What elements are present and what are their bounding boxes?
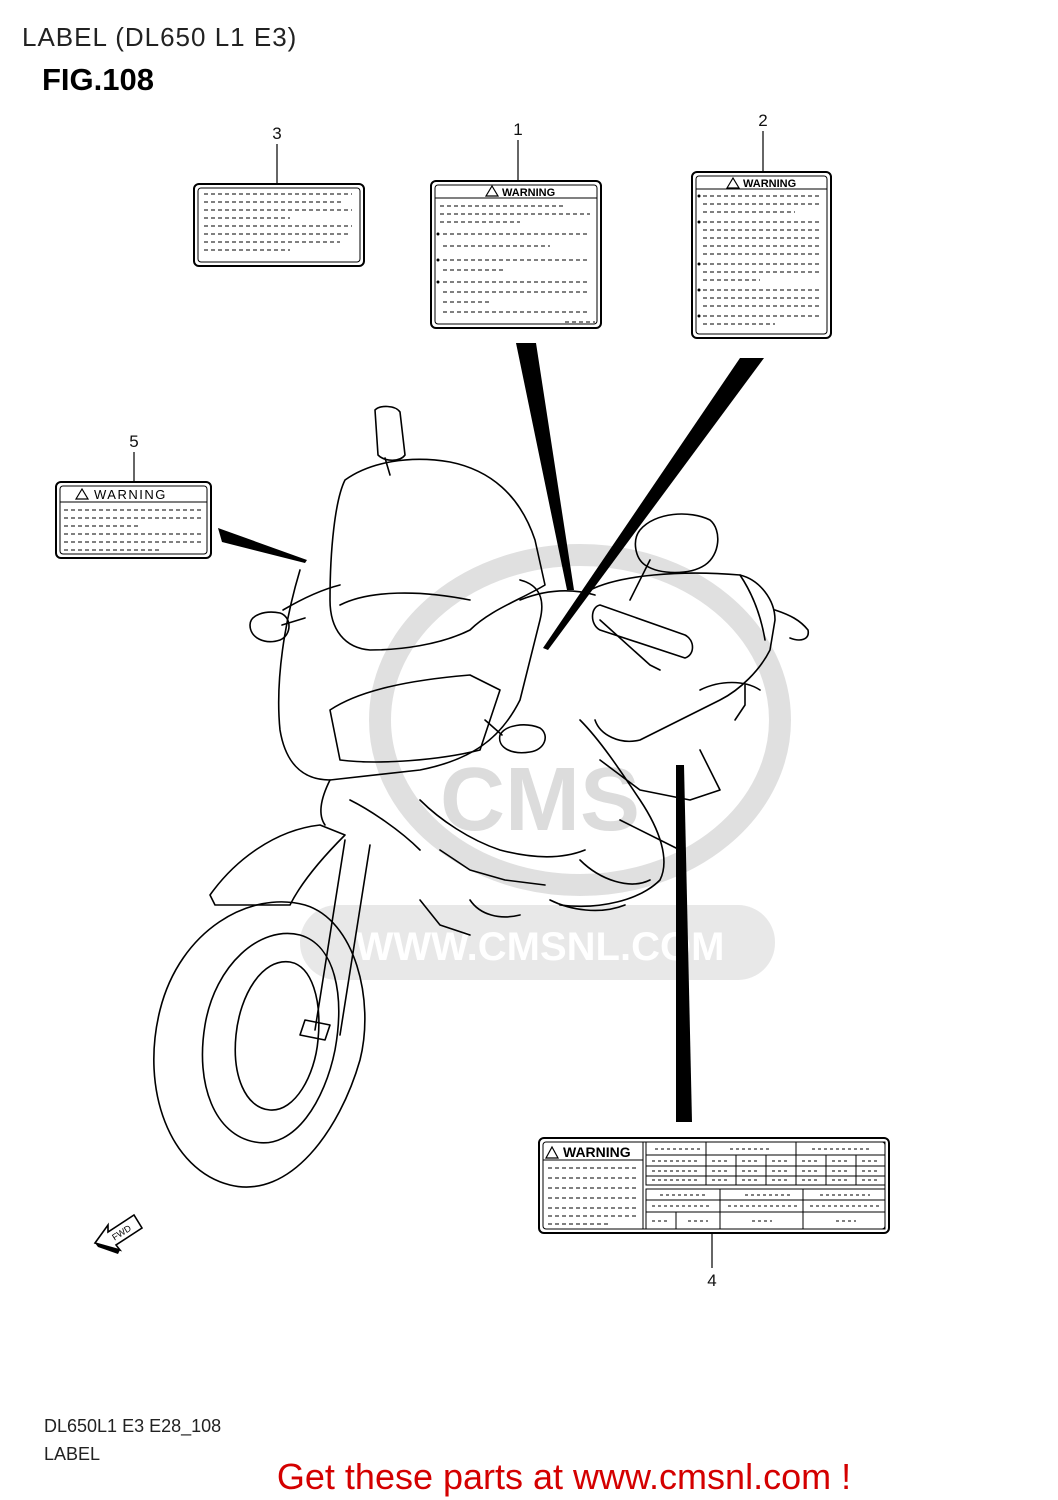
advert-link[interactable]: Get these parts at www.cmsnl.com ! (276, 1456, 852, 1497)
callout-5: 5 (129, 432, 138, 451)
diagram-code: DL650L1 E3 E28_108 (44, 1416, 222, 1436)
leader-pointers (218, 343, 764, 1122)
label-2: WARNING 2 (691, 111, 832, 339)
figure-number: FIG.108 (42, 62, 154, 97)
watermark-logo: CMS (440, 750, 640, 850)
warning-triangle-icon (484, 184, 500, 197)
label-3: 3 (193, 124, 365, 267)
warning-triangle-icon (725, 176, 741, 189)
label-5: WARNING 5 (55, 432, 212, 559)
callout-3: 3 (272, 124, 281, 143)
label-4: WARNING (538, 1137, 890, 1290)
watermark-url: WWW.CMSNL.COM (356, 925, 725, 969)
callout-1: 1 (513, 120, 522, 139)
label-1: WARNING 1 (430, 120, 602, 329)
callout-4: 4 (707, 1271, 716, 1290)
warning-triangle-icon (74, 487, 90, 500)
fwd-arrow-icon: FWD (93, 1213, 144, 1254)
label-5-heading: WARNING (94, 487, 167, 502)
label-2-heading: WARNING (743, 178, 796, 190)
label-1-heading: WARNING (502, 187, 555, 199)
warning-triangle-icon (544, 1145, 560, 1159)
callout-2: 2 (758, 111, 767, 130)
label-4-heading: WARNING (563, 1144, 631, 1160)
watermark: CMS WWW.CMSNL.COM (300, 544, 791, 980)
diagram-caption: LABEL (44, 1444, 101, 1464)
page-title: LABEL (DL650 L1 E3) (22, 22, 298, 52)
